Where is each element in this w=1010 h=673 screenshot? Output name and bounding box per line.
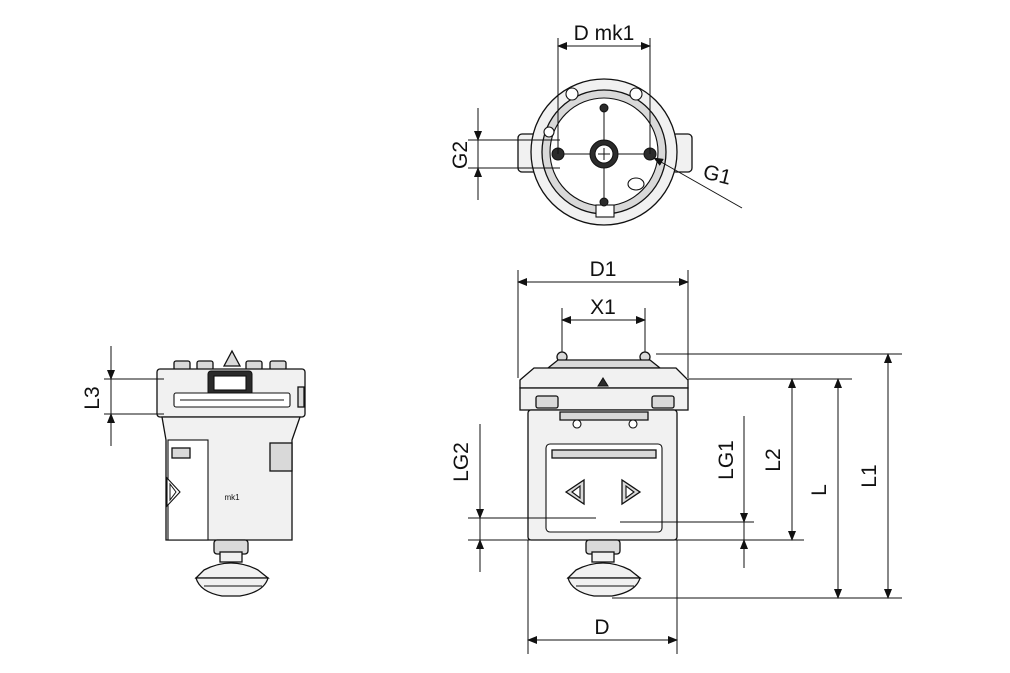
label-x1: X1 [590, 296, 616, 319]
label-d-mk1: D mk1 [574, 22, 635, 45]
top-view: D mk1 G2 G1 [449, 22, 743, 226]
front-suction-cup [567, 577, 641, 597]
label-l: L [808, 484, 831, 496]
leader-g1 [653, 157, 743, 209]
label-d1: D1 [590, 258, 617, 281]
rim-slot [595, 204, 615, 218]
label-l3: L3 [81, 386, 104, 409]
screw [599, 103, 609, 113]
label-l2: L2 [762, 448, 785, 471]
label-lg1: LG1 [715, 440, 738, 480]
label-g1: G1 [701, 161, 734, 190]
screw [599, 197, 609, 207]
side-view: mk1 L3 [81, 346, 306, 597]
marking-oval [627, 177, 645, 191]
rim-tab [565, 87, 579, 101]
label-l1: L1 [858, 464, 881, 487]
rim-tab [543, 126, 555, 138]
rim-tab [629, 87, 643, 101]
front-panel [545, 443, 663, 533]
label-lg2: LG2 [450, 442, 473, 482]
label-g2: G2 [449, 141, 472, 169]
suction-cup [195, 577, 269, 597]
front-view: D1 X1 D LG2 LG1 L2 L [450, 258, 902, 654]
marking-mk1: mk1 [224, 493, 240, 502]
label-d: D [594, 616, 609, 639]
